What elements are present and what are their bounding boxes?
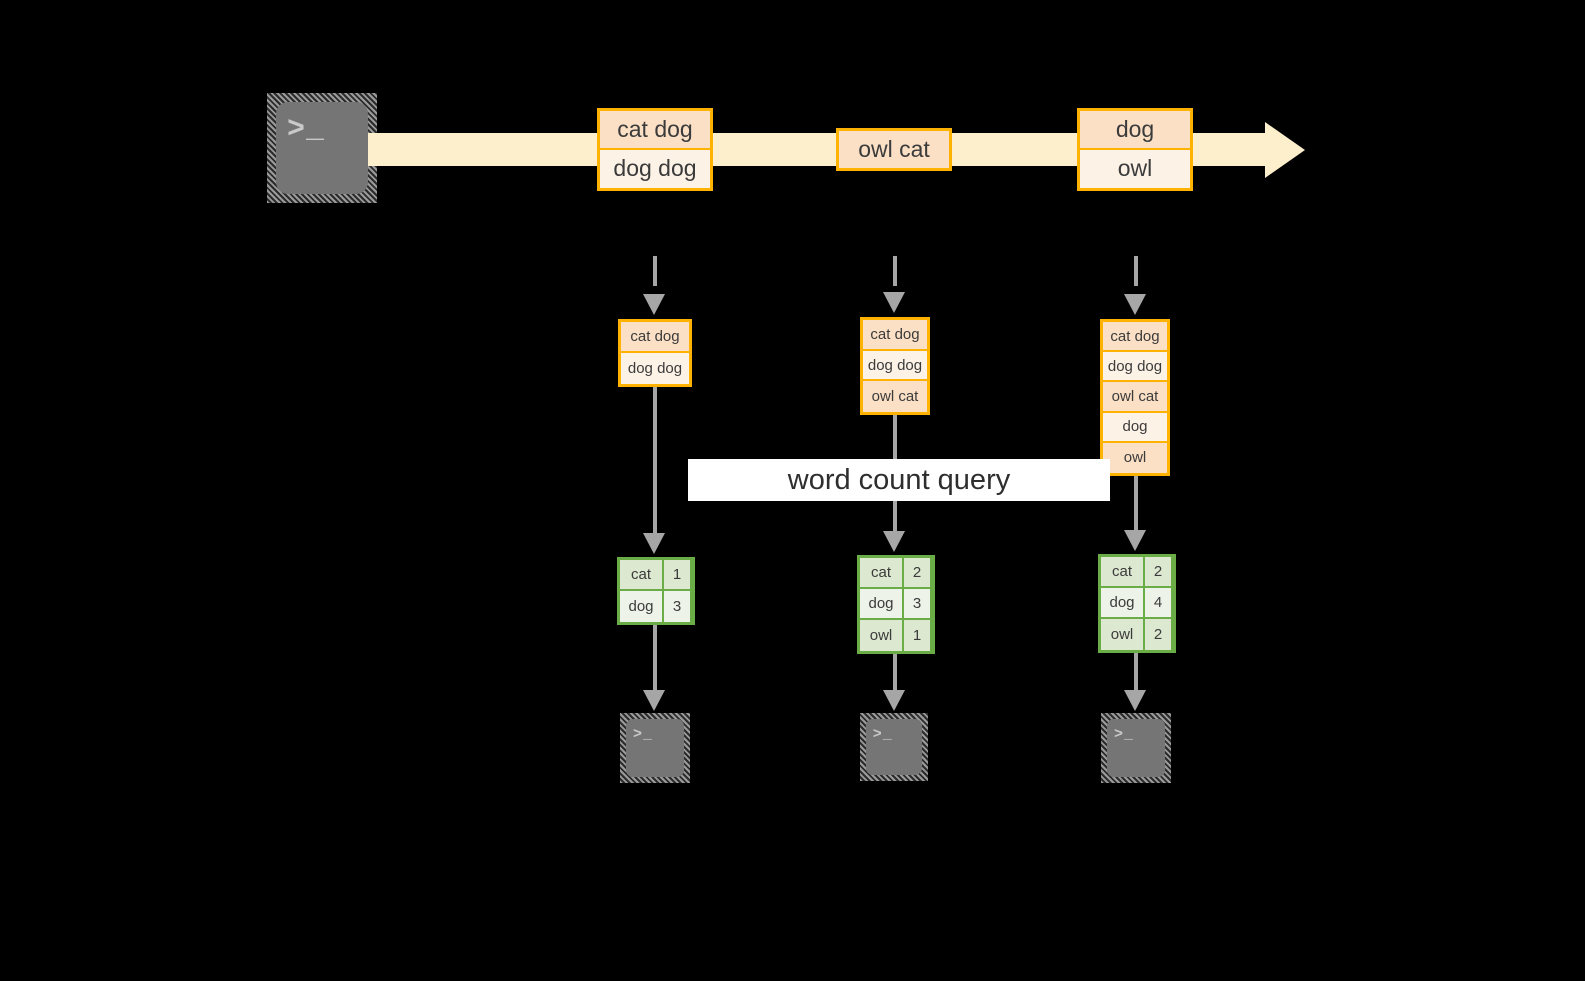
stage-1-sink-terminal-icon: >_ [620, 713, 690, 783]
table-row: owl 1 [860, 620, 932, 651]
stage-3-input-row: owl cat [1103, 382, 1167, 413]
stage-3-sink-terminal-icon: >_ [1101, 713, 1171, 783]
stream-batch-3-line-1: dog [1080, 111, 1190, 150]
result-count: 2 [1145, 557, 1171, 586]
table-row: owl 2 [1101, 619, 1173, 650]
stream-to-stage-2-dashed-line [893, 256, 897, 298]
table-row: dog 4 [1101, 588, 1173, 619]
stage-2-sink-line [893, 650, 897, 694]
table-row: cat 2 [860, 558, 932, 589]
result-count: 3 [904, 589, 930, 618]
terminal-prompt-glyph: >_ [872, 725, 893, 743]
result-word: cat [1101, 557, 1145, 586]
result-count: 1 [904, 620, 930, 651]
stage-3-input-row: owl [1103, 442, 1167, 474]
stage-3-query-arrowhead [1124, 530, 1146, 551]
stage-1-input-row: cat dog [621, 322, 689, 353]
terminal-prompt-glyph: >_ [287, 112, 326, 147]
stage-1-result-table: cat 1 dog 3 [617, 557, 695, 625]
result-count: 2 [1145, 619, 1171, 650]
source-terminal-icon: >_ [267, 93, 377, 203]
table-row: dog 3 [860, 589, 932, 620]
stream-arrow-head [1265, 122, 1305, 178]
stage-3-input-row: dog dog [1103, 352, 1167, 383]
stage-2-sink-arrowhead [883, 690, 905, 711]
stage-2-input-row: dog dog [863, 350, 927, 382]
stage-1-query-line [653, 387, 657, 537]
stage-1-sink-arrowhead [643, 690, 665, 711]
result-word: cat [620, 560, 664, 589]
stage-1-input-table: cat dog dog dog [618, 319, 692, 387]
terminal-screen: >_ [276, 102, 368, 194]
stream-batch-1-line-1: cat dog [600, 111, 710, 150]
stage-1-query-arrowhead [643, 533, 665, 554]
terminal-prompt-glyph: >_ [632, 726, 653, 744]
terminal-screen: >_ [626, 719, 684, 777]
result-word: dog [620, 591, 664, 622]
stage-3-sink-arrowhead [1124, 690, 1146, 711]
table-row: cat 2 [1101, 557, 1173, 588]
stage-3-input-table: cat dog dog dog owl cat dog owl [1100, 319, 1170, 476]
stream-batch-3: dog owl [1077, 108, 1193, 191]
result-word: owl [860, 620, 904, 651]
stage-3-input-row: dog [1103, 412, 1167, 443]
stage-2-input-row: cat dog [863, 320, 927, 351]
stream-to-stage-3-dashed-line [1134, 256, 1138, 298]
terminal-screen: >_ [1107, 719, 1165, 777]
stage-1-input-row: dog dog [621, 353, 689, 384]
stage-3-input-row: cat dog [1103, 322, 1167, 353]
terminal-screen: >_ [866, 719, 922, 775]
stage-2-input-table: cat dog dog dog owl cat [860, 317, 930, 415]
result-count: 4 [1145, 588, 1171, 617]
stream-batch-1-line-2: dog dog [600, 149, 710, 188]
stream-to-stage-1-dashed-line [653, 256, 657, 298]
stream-batch-3-line-2: owl [1080, 149, 1190, 188]
stream-to-stage-1-arrowhead [643, 294, 665, 315]
result-count: 1 [664, 560, 690, 589]
stream-batch-2: owl cat [836, 128, 952, 171]
result-word: dog [1101, 588, 1145, 617]
stage-2-sink-terminal-icon: >_ [860, 713, 928, 781]
stage-1-sink-line [653, 622, 657, 694]
result-count: 3 [664, 591, 690, 622]
stage-3-query-line [1134, 476, 1138, 534]
stage-2-result-table: cat 2 dog 3 owl 1 [857, 555, 935, 654]
stage-2-input-row: owl cat [863, 381, 927, 413]
stream-batch-1: cat dog dog dog [597, 108, 713, 191]
query-banner-label: word count query [787, 463, 1011, 496]
result-word: owl [1101, 619, 1145, 650]
stream-to-stage-3-arrowhead [1124, 294, 1146, 315]
terminal-prompt-glyph: >_ [1113, 726, 1134, 744]
result-word: dog [860, 589, 904, 618]
stage-3-sink-line [1134, 649, 1138, 694]
stage-3-result-table: cat 2 dog 4 owl 2 [1098, 554, 1176, 653]
query-banner: word count query [688, 459, 1110, 501]
result-word: cat [860, 558, 904, 587]
table-row: cat 1 [620, 560, 692, 591]
table-row: dog 3 [620, 591, 692, 622]
stream-batch-2-line-1: owl cat [839, 131, 949, 168]
result-count: 2 [904, 558, 930, 587]
stream-to-stage-2-arrowhead [883, 292, 905, 313]
stage-2-query-arrowhead [883, 531, 905, 552]
